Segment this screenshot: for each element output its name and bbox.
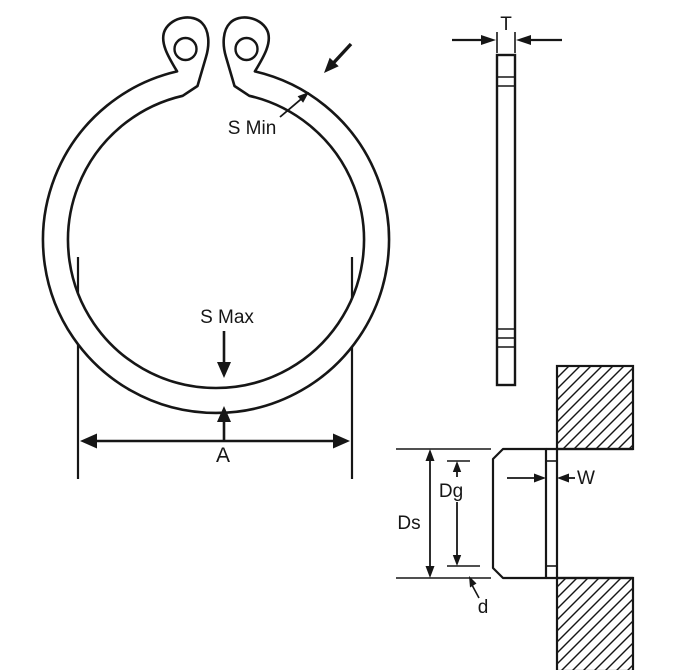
section-pointer-arrow-shaft [331, 42, 353, 66]
ds-arrowhead-top [425, 449, 435, 461]
d-leader-line [471, 584, 480, 599]
shaft-end-profile [491, 447, 548, 580]
dg-arrowhead-top [452, 461, 462, 472]
dg-arrowhead-bottom [452, 555, 462, 566]
edge-view-bar [495, 53, 517, 387]
ds-arrowhead-bottom [425, 566, 435, 578]
ring-front-view: S Min S Max A [41, 16, 391, 479]
a-label: A [216, 444, 230, 467]
s-max-up-arrowhead [217, 406, 231, 422]
w-arrowhead-outer [557, 473, 569, 483]
d-label: d [478, 597, 489, 618]
a-arrowhead-right [333, 433, 350, 449]
w-label: W [577, 468, 595, 489]
t-arrowhead-right [516, 35, 531, 45]
ring-edge-view: T [452, 14, 562, 387]
shaft-section-view: Ds Dg W d [396, 364, 635, 670]
dg-label-mask [435, 477, 468, 502]
s-min-arrowhead [297, 92, 309, 103]
ds-label: Ds [397, 513, 420, 534]
t-arrowhead-left [481, 35, 496, 45]
ring-outline [41, 16, 391, 415]
section-pointer-arrowhead [324, 57, 339, 73]
s-min-leader-line [279, 98, 302, 118]
housing-section-lower [555, 576, 635, 670]
dg-label: Dg [439, 481, 463, 502]
lug-hole-left [173, 36, 198, 62]
s-max-down-arrowhead [217, 362, 231, 378]
lug-hole-right [234, 36, 259, 62]
w-arrowhead-inner [534, 473, 546, 483]
s-min-label: S Min [228, 118, 277, 139]
housing-section-upper [555, 364, 635, 451]
t-label: T [500, 14, 512, 35]
s-max-label: S Max [200, 307, 254, 328]
d-arrowhead [469, 576, 477, 588]
a-arrowhead-left [80, 433, 97, 449]
